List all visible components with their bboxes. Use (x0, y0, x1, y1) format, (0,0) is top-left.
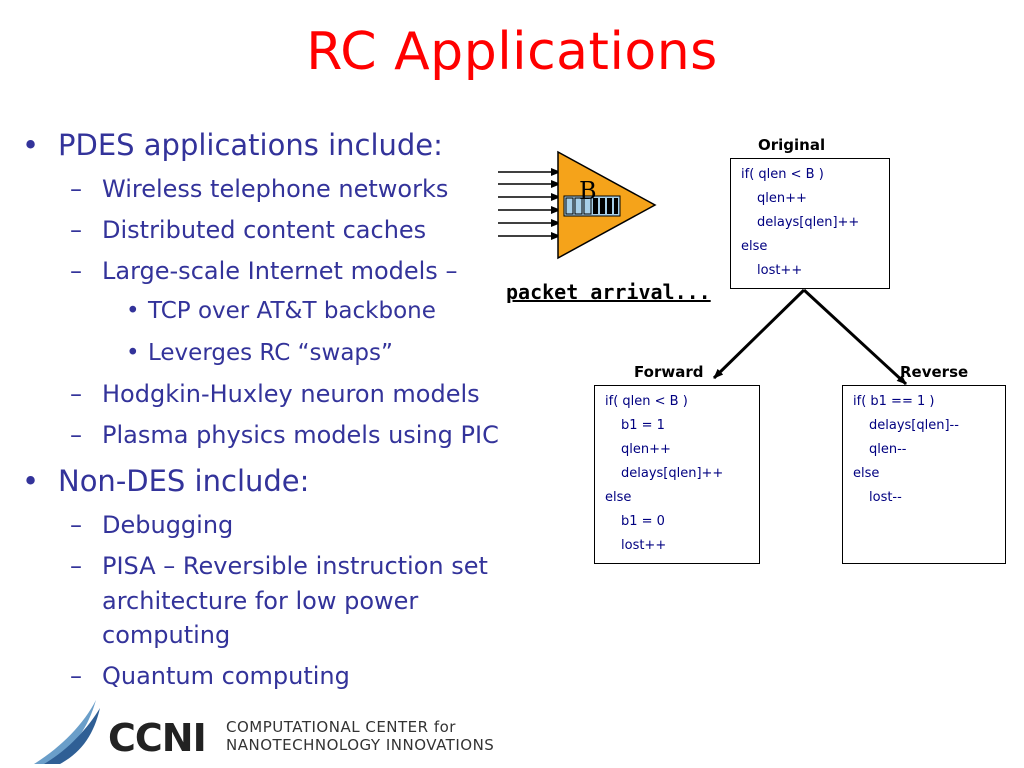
bullet-marker: – (70, 552, 82, 580)
forward-code-box: if( qlen < B ) b1 = 1 qlen++ delays[qlen… (594, 385, 760, 564)
bullet-marker: – (70, 175, 82, 203)
reversible-queue-diagram: B packet arrival... Original if( qlen < … (498, 136, 1006, 564)
code-line: qlen++ (757, 191, 807, 206)
bullet-text: Distributed content caches (102, 216, 427, 244)
code-line: delays[qlen]-- (869, 418, 959, 433)
bullet-text: Hodgkin-Huxley neuron models (102, 380, 480, 408)
packet-arrival-label: packet arrival... (506, 280, 711, 304)
original-code-box: if( qlen < B ) qlen++ delays[qlen]++ els… (730, 158, 890, 289)
bullet-marker: • (22, 464, 40, 498)
bullet-text: Non-DES include: (58, 464, 310, 498)
code-line: lost++ (757, 263, 803, 278)
ccni-logo-text: CCNI (108, 716, 207, 760)
bullet-marker: • (126, 340, 140, 366)
bullet-text: Quantum computing (102, 662, 350, 690)
bullet-marker: – (70, 380, 82, 408)
code-line: else (853, 466, 880, 481)
bullet-marker: – (70, 662, 82, 690)
code-line: qlen-- (869, 442, 907, 457)
footer-line-2: NANOTECHNOLOGY INNOVATIONS (226, 736, 495, 754)
bullet-text: Plasma physics models using PIC (102, 421, 499, 449)
bullet-marker: • (126, 298, 140, 324)
bullet-marker: – (70, 216, 82, 244)
footer-logo: CCNI COMPUTATIONAL CENTER for NANOTECHNO… (30, 698, 530, 768)
bullet-marker: – (70, 511, 82, 539)
bullet-text: Large-scale Internet models – (102, 257, 458, 285)
code-line: if( b1 == 1 ) (853, 394, 935, 409)
bullet-marker: – (70, 421, 82, 449)
queue-label: B (579, 177, 597, 205)
arrow-to-reverse (802, 288, 908, 386)
bullet-text: TCP over AT&T backbone (148, 298, 436, 324)
code-line: qlen++ (621, 442, 671, 457)
code-line: b1 = 1 (621, 418, 665, 433)
bullet-text: Debugging (102, 511, 234, 539)
original-label: Original (758, 136, 826, 154)
bullet-text: PISA – Reversible instruction set (102, 552, 488, 580)
queue-buffer (563, 195, 621, 217)
bullet-marker: – (70, 257, 82, 285)
bullet-text: architecture for low power (102, 587, 419, 615)
bullet-text: Leverges RC “swaps” (148, 340, 393, 366)
code-line: delays[qlen]++ (757, 215, 860, 230)
code-line: else (605, 490, 632, 505)
ccni-swoosh-icon (34, 700, 100, 764)
bullet-marker: • (22, 128, 40, 162)
code-line: lost++ (621, 538, 667, 553)
code-line: if( qlen < B ) (741, 167, 824, 182)
bullet-list: • PDES applications include: – Wireless … (22, 128, 499, 690)
bullet-text: PDES applications include: (58, 128, 443, 162)
diagram-graphics: B (498, 150, 908, 386)
bullet-text: computing (102, 621, 231, 649)
bullet-text: Wireless telephone networks (102, 175, 449, 203)
code-line: lost-- (869, 490, 902, 505)
arrow-to-forward (712, 288, 806, 380)
footer-line-1: COMPUTATIONAL CENTER for (226, 718, 456, 736)
reverse-code-box: if( b1 == 1 ) delays[qlen]-- qlen-- else… (842, 385, 1006, 564)
slide-title: RC Applications (306, 22, 718, 82)
code-line: if( qlen < B ) (605, 394, 688, 409)
forward-label: Forward (634, 363, 704, 381)
reverse-label: Reverse (900, 363, 969, 381)
code-line: delays[qlen]++ (621, 466, 724, 481)
code-line: else (741, 239, 768, 254)
input-arrows (498, 168, 561, 240)
code-line: b1 = 0 (621, 514, 665, 529)
